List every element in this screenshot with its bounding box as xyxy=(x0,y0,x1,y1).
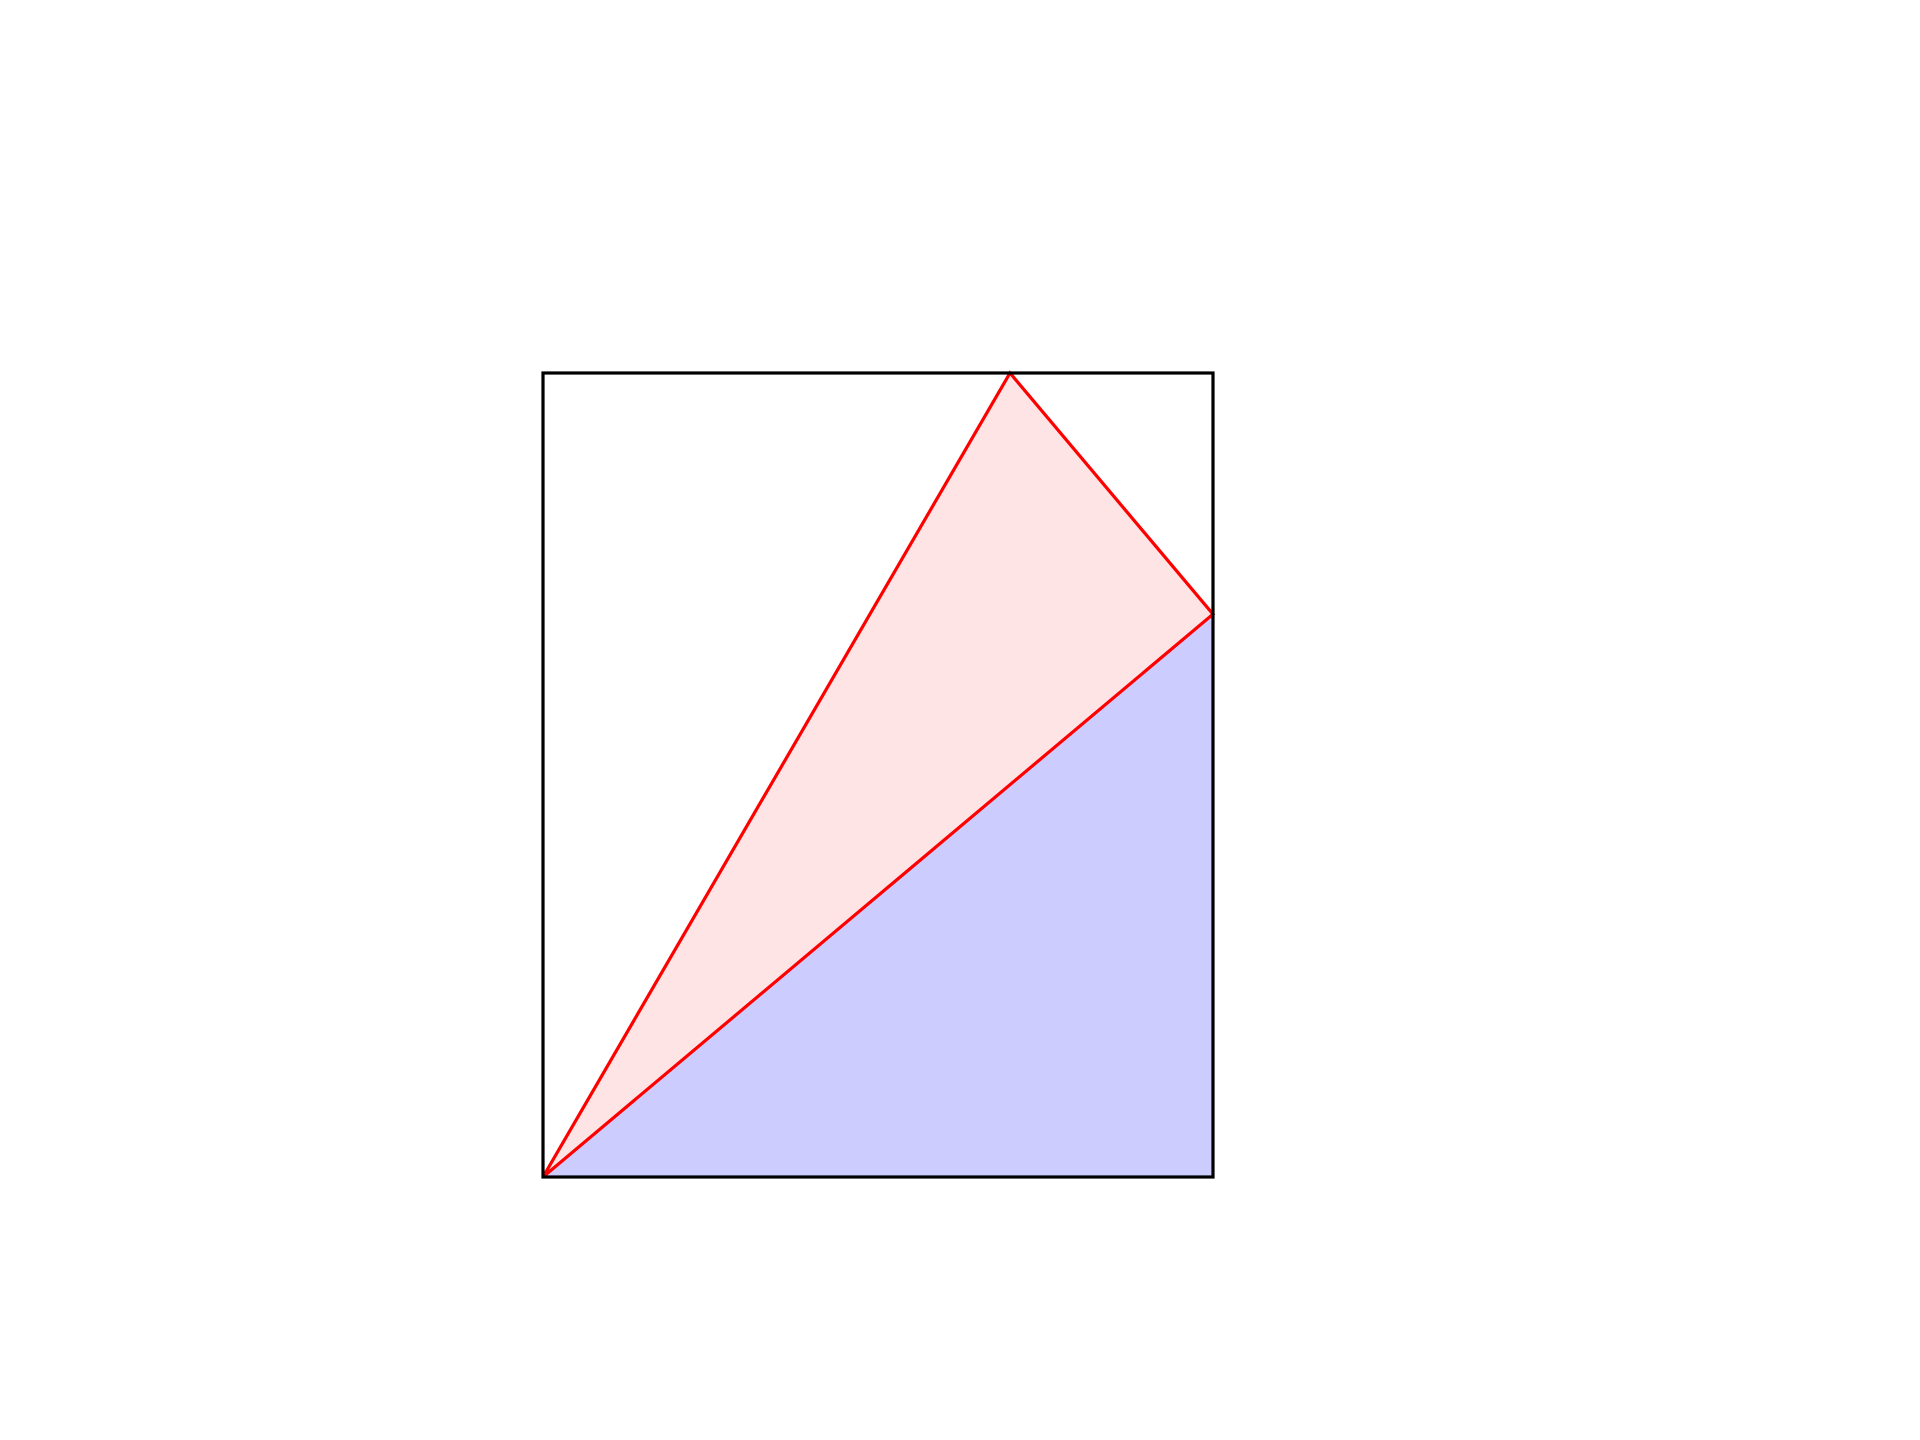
outer-rectangle xyxy=(541,371,1215,1179)
highlighted-triangle xyxy=(541,370,1216,1179)
